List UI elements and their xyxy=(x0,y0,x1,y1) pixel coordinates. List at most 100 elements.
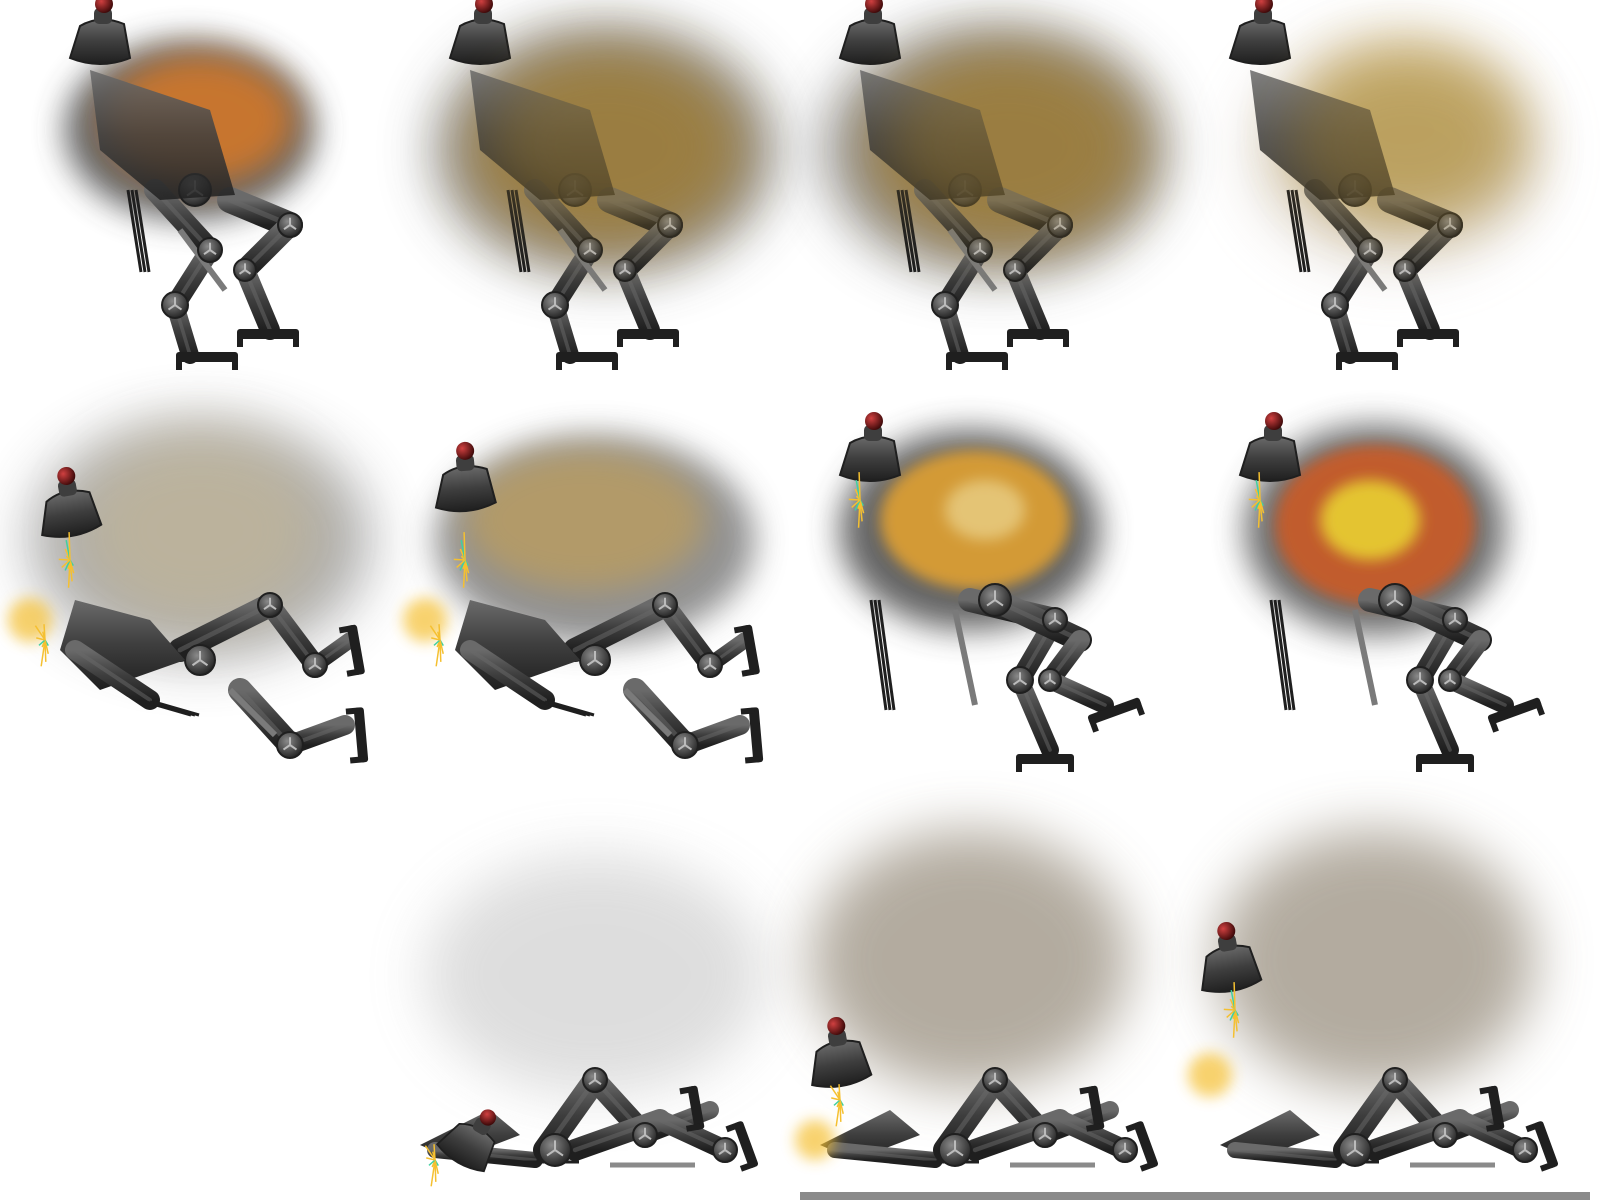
joint-spokes xyxy=(1327,297,1343,311)
spark xyxy=(829,1085,841,1101)
spark xyxy=(426,1157,436,1161)
eye-sensor xyxy=(1255,0,1273,13)
foot xyxy=(1397,329,1459,347)
limb-highlight xyxy=(468,648,547,702)
frame-content xyxy=(795,830,1159,1172)
joint-spokes xyxy=(1518,1142,1532,1156)
foot xyxy=(1087,697,1145,733)
spark xyxy=(459,559,466,571)
spark xyxy=(1223,1008,1236,1011)
spark xyxy=(835,1099,841,1127)
foot-claw xyxy=(1134,700,1145,716)
joint-spokes xyxy=(1443,673,1457,685)
foot-plate xyxy=(687,1085,705,1130)
foot-claw xyxy=(946,356,952,370)
joint-spokes xyxy=(1118,1142,1132,1156)
foot-claw xyxy=(673,333,679,347)
robot-head xyxy=(448,0,512,65)
foot xyxy=(237,329,299,347)
robot-head xyxy=(68,0,132,65)
gun-barrel xyxy=(134,189,151,273)
flame-burst xyxy=(8,598,52,642)
joint-spokes xyxy=(547,297,563,311)
foot-plate xyxy=(1087,1085,1105,1130)
frame-content xyxy=(403,435,764,764)
foot-claw xyxy=(345,707,361,715)
joint-spokes xyxy=(263,597,277,611)
foot-plate xyxy=(347,624,365,675)
foot-plate xyxy=(237,329,299,339)
foot-plate xyxy=(353,707,369,763)
gun-barrel xyxy=(1294,189,1311,273)
foot-claw xyxy=(733,625,749,634)
eye-sensor xyxy=(479,1109,497,1126)
frame-9 xyxy=(0,800,390,1195)
spark xyxy=(428,1159,436,1166)
eye-sensor xyxy=(827,1016,846,1035)
foot-plate xyxy=(1016,754,1074,764)
frame-2 xyxy=(435,0,775,370)
joint-spokes xyxy=(1012,672,1028,686)
gun-barrel xyxy=(869,599,888,711)
foot-claw xyxy=(1468,758,1474,772)
foot-plate xyxy=(748,707,764,763)
spark xyxy=(61,559,71,568)
foot-claw xyxy=(685,1123,701,1132)
spark xyxy=(58,558,71,561)
frame-5 xyxy=(8,420,370,764)
eye-sensor xyxy=(95,0,113,13)
gun-barrel xyxy=(153,700,200,717)
robot-head xyxy=(811,1016,873,1088)
spark xyxy=(1254,499,1261,511)
spark xyxy=(68,532,71,561)
foot-claw xyxy=(237,333,243,347)
joint-spokes xyxy=(308,657,322,671)
spark xyxy=(34,625,46,641)
frame-7 xyxy=(838,412,1145,772)
frame-12 xyxy=(1188,830,1559,1172)
joint-spokes xyxy=(1386,590,1404,607)
foot-claw xyxy=(1007,333,1013,347)
smoke-overlay xyxy=(490,55,730,235)
smoke-overlay xyxy=(890,55,1130,235)
joint-spokes xyxy=(718,1142,732,1156)
spark xyxy=(429,625,441,641)
gun-barrel xyxy=(1290,189,1307,273)
limb-highlight xyxy=(572,602,668,653)
frame-content xyxy=(435,0,775,370)
gun-barrel xyxy=(1269,599,1288,711)
flame-burst xyxy=(1188,1053,1232,1097)
foot-claw xyxy=(1336,356,1342,370)
gun-barrel xyxy=(873,599,892,711)
smoke-overlay xyxy=(1290,55,1530,235)
foot xyxy=(176,352,238,370)
spark xyxy=(463,532,466,561)
foot-plate xyxy=(1487,1085,1505,1130)
joint-spokes xyxy=(1412,672,1428,686)
foot xyxy=(1125,1121,1159,1172)
gun-barrel xyxy=(510,189,527,273)
joint-spokes xyxy=(638,1127,652,1141)
foot-plate xyxy=(1416,754,1474,764)
foot-claw xyxy=(1485,1123,1501,1132)
frame-3 xyxy=(825,0,1165,370)
frame-content xyxy=(8,420,370,764)
foot-claw xyxy=(1125,1121,1141,1133)
foot-claw xyxy=(1139,1161,1156,1172)
frame-content xyxy=(838,412,1145,772)
foot-claw xyxy=(1534,700,1545,716)
eye-sensor xyxy=(1265,412,1283,430)
spark xyxy=(838,1084,841,1101)
foot-plate xyxy=(946,352,1008,362)
foot-claw xyxy=(1392,356,1398,370)
spark xyxy=(431,637,441,641)
gun-barrel xyxy=(514,189,531,273)
foot-plate xyxy=(176,352,238,362)
spark xyxy=(453,558,466,561)
head-shell xyxy=(838,435,902,482)
dust-cloud xyxy=(80,435,320,625)
spark xyxy=(1226,1009,1236,1018)
joint-spokes xyxy=(167,297,183,311)
head-shell xyxy=(434,465,497,513)
limb-highlight xyxy=(1233,1148,1337,1162)
